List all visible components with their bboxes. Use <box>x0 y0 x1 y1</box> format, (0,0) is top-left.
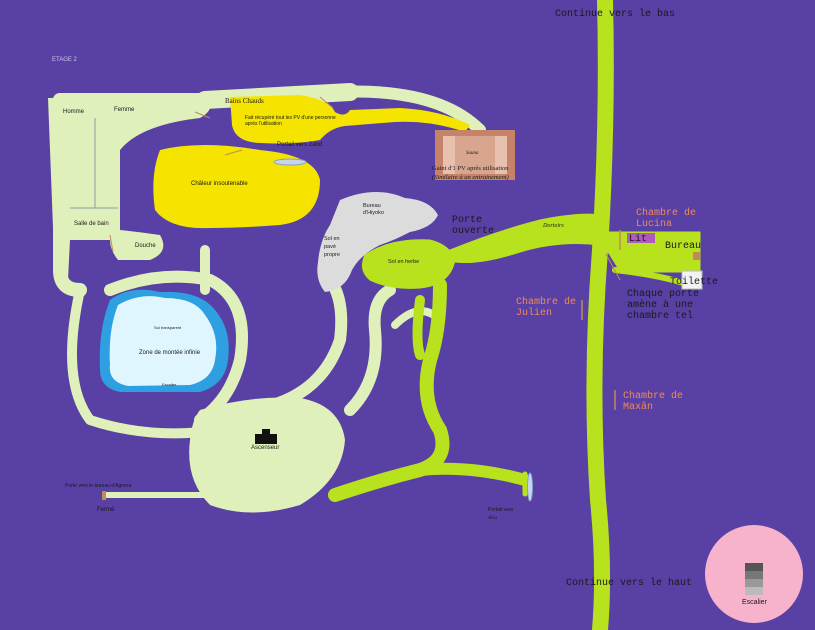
portal-zand[interactable] <box>273 158 307 166</box>
bains-note: Fait récupéré tout les PV d'une personne… <box>245 115 336 127</box>
portail-vers-label: Portail vers <box>488 507 514 513</box>
sol-transparent-label: Sol transparent <box>154 325 182 330</box>
bottom-continue-note: Continue vers le haut <box>566 578 693 589</box>
dortoirs-sign: Dortoirs <box>543 223 564 229</box>
chaque-note: Chaque porte amène à une chambre tel <box>627 289 700 322</box>
stairs-legend: Escalier <box>705 525 803 623</box>
bureau-label: Bureau <box>665 241 702 252</box>
sol-pave-label: Sol en pavé propre <box>324 236 340 258</box>
homme-label: Homme <box>63 109 85 115</box>
heat-zone <box>153 145 320 229</box>
maxan-label: Chambre de Maxân <box>623 391 684 413</box>
ascenseur-label: Ascenseur <box>251 445 280 451</box>
chaleur-label: Châleur insoutenable <box>191 181 248 187</box>
agnora-label: Porte vers le bureau d'Agnora <box>65 483 132 489</box>
bains-pointer <box>194 111 211 119</box>
hiyoko-label: Bureau d'Hiyoko <box>363 203 384 216</box>
julien-label: Chambre de Julien <box>516 297 577 319</box>
toilette-label: Toilette <box>670 277 719 288</box>
lucina-bed[interactable] <box>627 233 655 243</box>
bath-pointer <box>319 96 334 109</box>
shower-door <box>109 234 114 253</box>
gain-note: (Similaire à un entrainement) <box>432 174 509 181</box>
sol-herbe-label: Sol en herbe <box>388 259 420 265</box>
elevator-hall <box>189 397 345 513</box>
hot-baths-area <box>230 95 470 144</box>
sauna-sign: Sauna <box>466 151 479 156</box>
floor-label: ETAGE 2 <box>52 57 77 63</box>
zone-bottom-label: Escalier <box>162 382 177 387</box>
zone-label: Zone de montée infinie <box>139 350 201 356</box>
hiyoko-office <box>317 191 438 292</box>
door-pointer <box>605 253 621 281</box>
lucina-label: Chambre de Lucina <box>636 208 697 230</box>
portal-aria[interactable] <box>527 472 533 502</box>
salle-de-bain-label: Salle de bain <box>74 221 109 227</box>
lit-label: Lit <box>629 234 648 245</box>
portail-dest-label: Aria <box>488 516 497 521</box>
elevator-icon[interactable] <box>255 429 277 444</box>
porte-ouverte-label: Porte ouverte <box>452 215 495 237</box>
agnora-door[interactable] <box>102 491 106 500</box>
top-continue-note: Continue vers le bas <box>555 9 676 20</box>
stairs-label: Escalier <box>742 599 767 606</box>
portail-zand-label: Portail vers Zand <box>277 142 323 148</box>
ferme-label: Fermé <box>97 507 115 513</box>
douche-label: Douche <box>135 243 156 249</box>
bains-label: Bains Chauds <box>225 97 264 105</box>
grass-network <box>328 0 701 630</box>
sauna-room[interactable] <box>435 130 515 180</box>
gain-label: Gaint d'1 PV après utilisation <box>432 165 509 172</box>
bathroom-block <box>48 96 212 280</box>
lucina-toilet <box>681 270 703 290</box>
lucina-desk <box>693 252 700 260</box>
femme-label: Femme <box>114 107 135 113</box>
portal-pointer <box>224 149 243 156</box>
transparent-floor <box>109 296 217 386</box>
